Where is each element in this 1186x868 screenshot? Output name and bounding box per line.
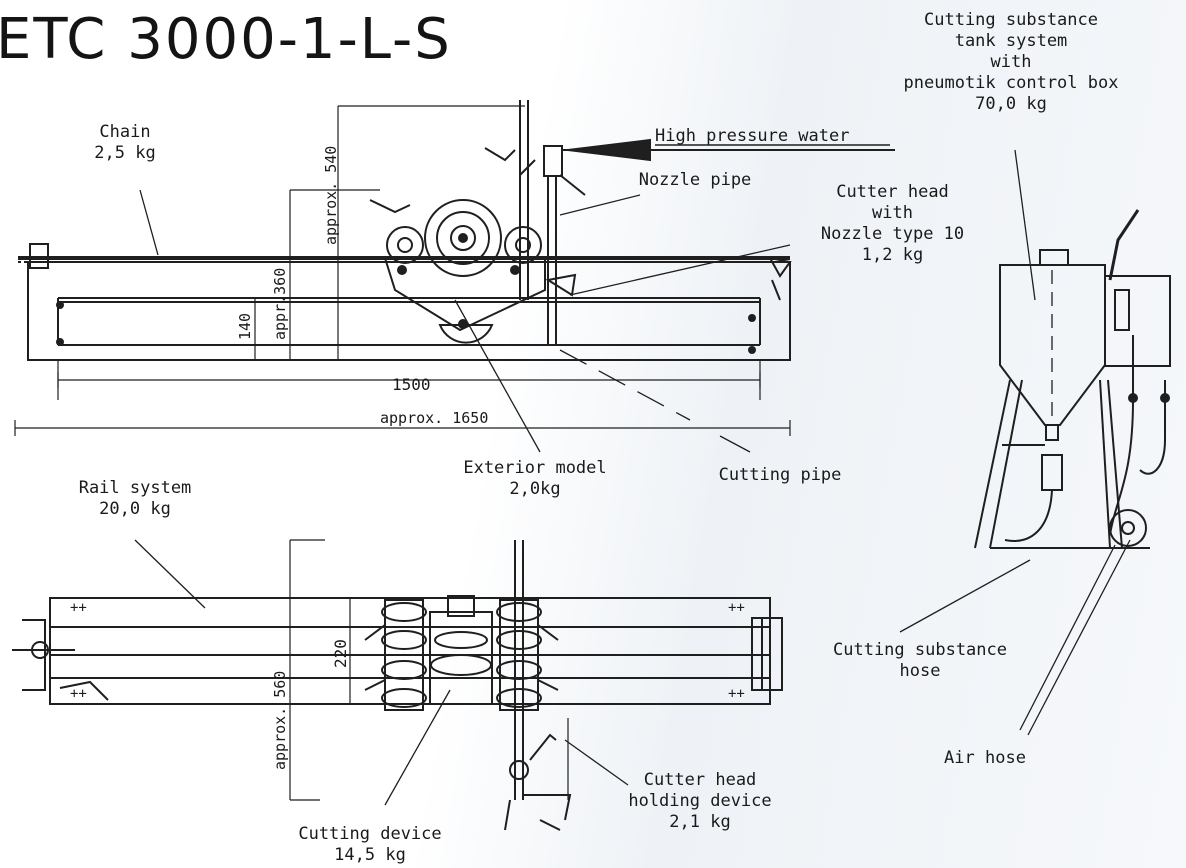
- label-cutter-head: Cutter head with Nozzle type 10 1,2 kg: [820, 182, 965, 265]
- label-cutting-substance-hose: Cutting substance hose: [833, 640, 1007, 681]
- svg-text:++: ++: [70, 600, 87, 616]
- label-exterior-model: Exterior model 2,0kg: [463, 458, 607, 499]
- label-cutting-device: Cutting device 14,5 kg: [298, 824, 442, 865]
- dimension-220: 220: [331, 639, 350, 668]
- dimension-1650: approx. 1650: [380, 409, 489, 427]
- svg-text:++: ++: [728, 686, 745, 702]
- dimension-540: approx. 540: [322, 145, 340, 245]
- label-cutting-pipe: Cutting pipe: [718, 465, 842, 485]
- svg-text:++: ++: [728, 600, 745, 616]
- label-cutter-head-holding-device: Cutter head holding device 2,1 kg: [628, 770, 772, 832]
- tank-system: [899, 149, 1171, 736]
- label-high-pressure-water: High pressure water: [655, 126, 850, 146]
- label-rail-system: Rail system 20,0 kg: [78, 478, 192, 519]
- dimension-1500: 1500: [392, 375, 431, 394]
- label-tank-system: Cutting substance tank system with pneum…: [903, 10, 1119, 114]
- svg-text:++: ++: [70, 686, 87, 702]
- label-nozzle-pipe: Nozzle pipe: [638, 170, 752, 190]
- dimension-560: approx. 560: [271, 670, 289, 770]
- dimension-360: appr.360: [271, 267, 289, 340]
- label-chain: Chain 2,5 kg: [94, 122, 156, 163]
- carriage-body: [383, 257, 546, 332]
- drawing-title: ETC 3000-1-L-S: [0, 7, 452, 72]
- dimension-140: 140: [236, 312, 254, 340]
- rail-frame-side: [49, 597, 771, 705]
- top-view: [14, 100, 895, 453]
- side-view: ++ ++ ++ ++: [12, 539, 783, 831]
- label-air-hose: Air hose: [944, 748, 1026, 768]
